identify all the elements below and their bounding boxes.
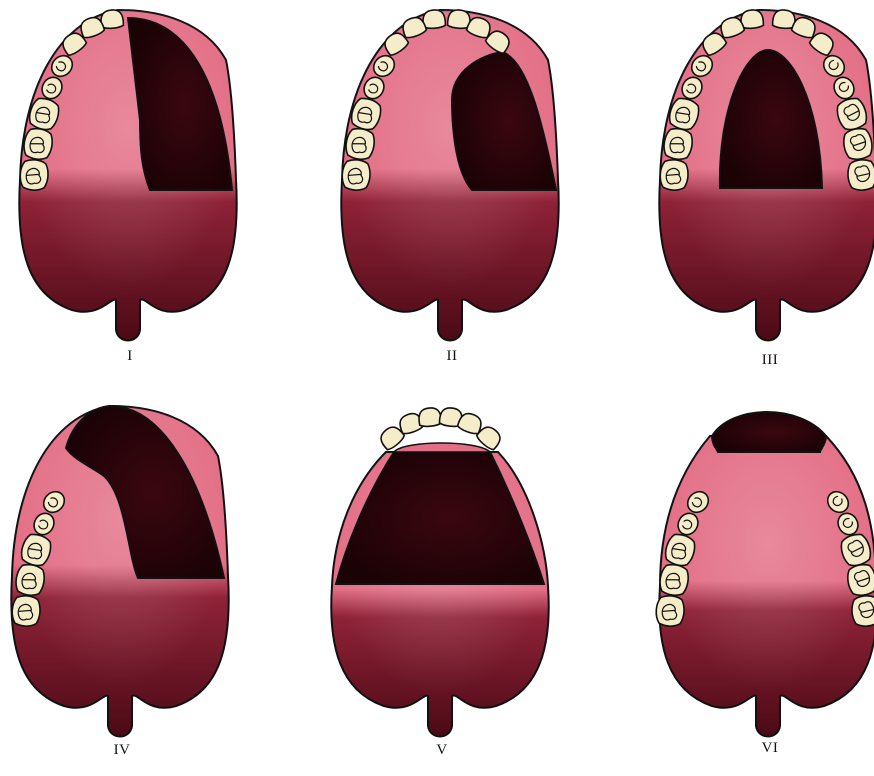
palate-diagram-6 [640,396,874,741]
palate-highlight [659,436,874,737]
palate-diagram-3 [640,0,874,345]
cleft-region [128,18,232,190]
tooth-incisor [418,407,442,427]
palate-panel-4: IV [0,396,252,776]
palate-panel-3: III [640,0,874,380]
tooth-molar [11,595,41,627]
cleft-region [712,412,826,452]
palate-panel-2: II [322,0,582,380]
panel-label-3: III [640,352,874,369]
palate-panel-6: VI [640,396,874,776]
tooth-molar [659,159,689,191]
palate-diagram-1 [0,0,260,345]
palate-diagram-2 [322,0,582,345]
teeth-arch [377,407,504,452]
panel-label-5: V [312,742,572,759]
tooth-molar [341,159,371,191]
palate-diagram-5 [312,396,572,741]
tooth-molar [851,595,874,627]
premaxilla [394,443,490,452]
panel-label-1: I [0,348,260,365]
palate-diagram-4 [0,396,252,741]
panel-label-4: IV [0,742,252,759]
panel-label-2: II [322,348,582,365]
tooth-molar [847,159,874,191]
panel-label-6: VI [640,740,874,757]
tooth-molar [19,159,49,191]
palate-panel-5: V [312,396,572,776]
palate-panel-1: I [0,0,260,380]
tooth-molar [655,595,685,627]
